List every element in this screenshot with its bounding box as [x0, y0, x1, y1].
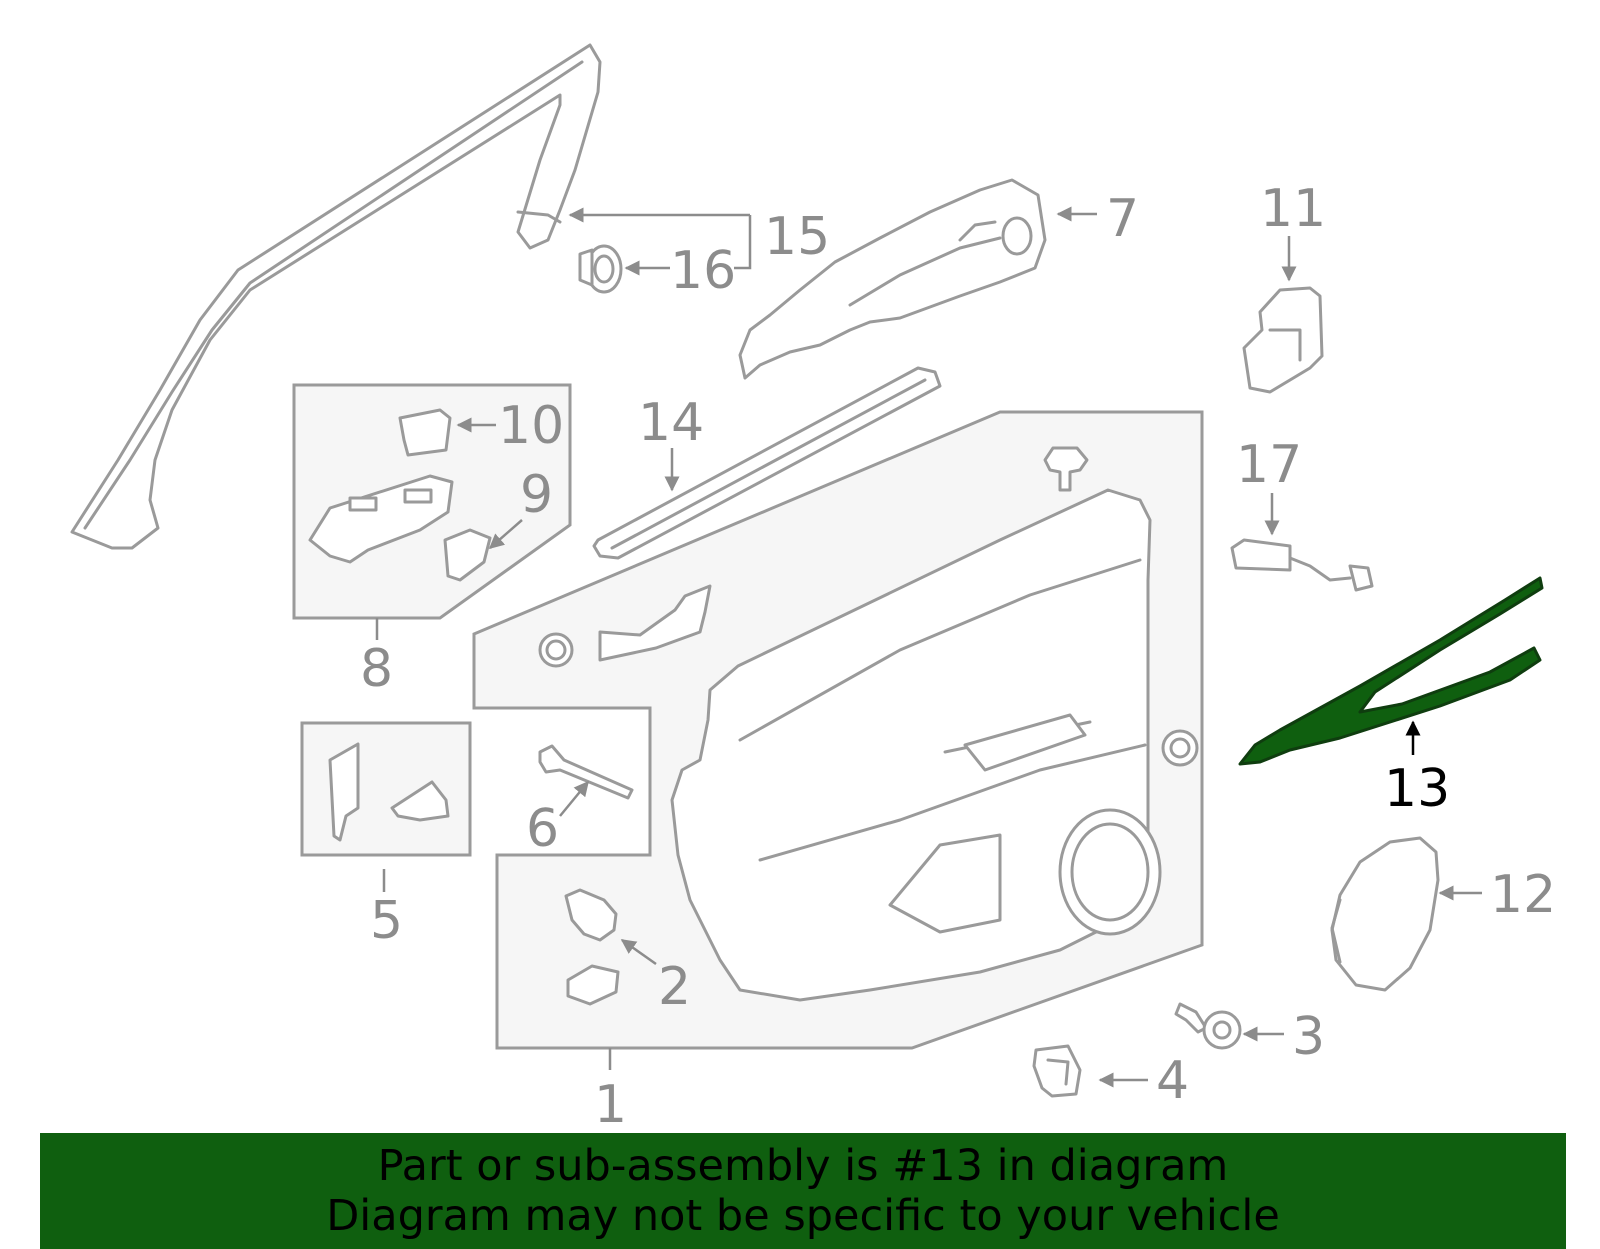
screw-part-6	[538, 744, 634, 800]
sensor-part-17	[1230, 538, 1374, 592]
window-frame-molding-part-15	[70, 43, 602, 550]
leader-lines	[375, 206, 1482, 1088]
retainer-part-4	[1032, 1044, 1082, 1098]
banner-line-2: Diagram may not be specific to your vehi…	[326, 1191, 1280, 1241]
callout-9: 9	[520, 465, 553, 525]
callout-17: 17	[1236, 435, 1302, 495]
callout-6: 6	[526, 799, 559, 859]
bracket-box-part-5	[300, 721, 472, 857]
speaker-grille-part-12	[1330, 836, 1440, 992]
highlighted-part-13	[1238, 576, 1544, 766]
callout-10: 10	[498, 396, 564, 456]
callout-15: 15	[764, 207, 830, 267]
callout-14: 14	[638, 393, 704, 453]
banner-line-1: Part or sub-assembly is #13 in diagram	[377, 1141, 1229, 1191]
callout-2: 2	[658, 957, 691, 1017]
callout-1: 1	[594, 1075, 627, 1135]
bolt-part-3	[1174, 1002, 1242, 1050]
belt-molding-part-14	[592, 366, 942, 560]
switch-part-11	[1242, 286, 1324, 394]
callout-7: 7	[1106, 189, 1139, 249]
armrest-trim-part-13	[1238, 576, 1544, 766]
callout-4: 4	[1156, 1051, 1189, 1111]
callout-3: 3	[1292, 1007, 1325, 1067]
callout-16: 16	[670, 241, 736, 301]
clip-part-2	[564, 888, 620, 1006]
info-banner: Part or sub-assembly is #13 in diagram D…	[40, 1133, 1566, 1249]
callout-8: 8	[360, 639, 393, 699]
clip-part-16	[578, 244, 623, 294]
handle-bezel-part-7	[738, 178, 1047, 380]
door-trim-panel-part-1	[472, 410, 1204, 1050]
callout-13: 13	[1384, 759, 1450, 819]
callout-5: 5	[370, 891, 403, 951]
callout-11: 11	[1260, 179, 1326, 239]
switch-assembly-box-part-8	[292, 383, 572, 620]
callout-12: 12	[1490, 865, 1556, 925]
